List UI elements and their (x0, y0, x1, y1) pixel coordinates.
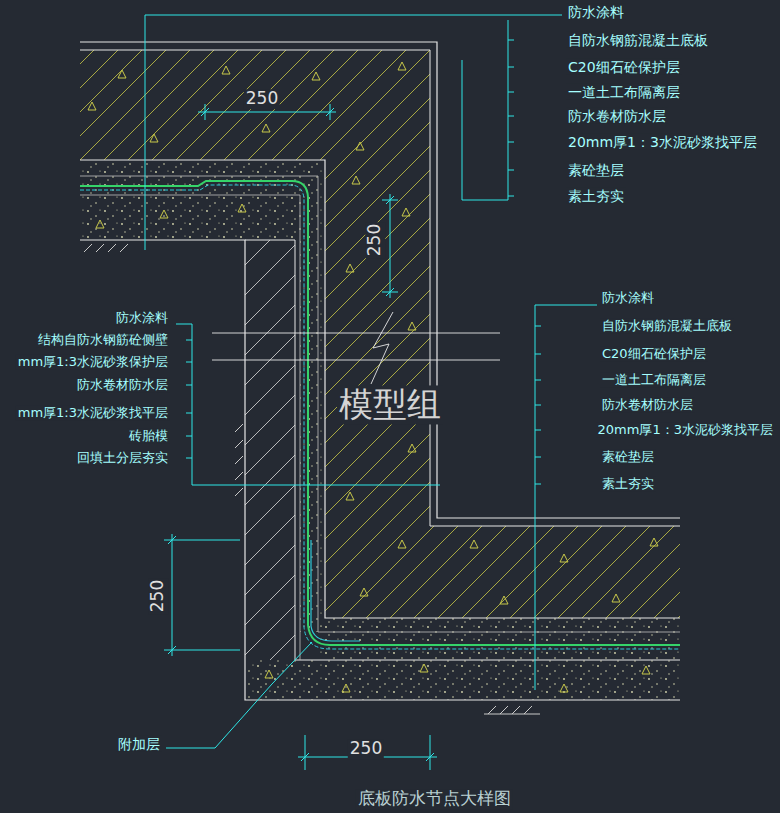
soil-symbol (84, 244, 540, 714)
concrete-aggregate (88, 62, 658, 692)
break-line (371, 312, 393, 384)
dimension-line (164, 534, 240, 656)
coating-outline (80, 50, 680, 526)
layer-label: 素土夯实 (600, 477, 656, 492)
brick-inner-face (245, 240, 680, 660)
waterproof-membrane (80, 181, 680, 645)
slab-face (80, 160, 680, 618)
layer-label: mm厚1:3水泥砂浆找平层 (16, 406, 170, 421)
layer-label: 一道土工布隔离层 (566, 84, 682, 100)
leader-line (508, 40, 514, 196)
layer-label: 一道土工布隔离层 (600, 373, 708, 388)
leader-line (535, 326, 541, 484)
mortar-line (80, 195, 300, 660)
mortar-dots (318, 618, 680, 660)
leader-line (462, 20, 508, 200)
coating-outline (80, 42, 680, 518)
layer-label: 结构自防水钢筋砼侧壁 (36, 333, 170, 348)
layer-label: 防水涂料 (114, 311, 170, 326)
brick-mould-hatch (245, 240, 295, 660)
layer-label: 防水卷材防水层 (75, 378, 170, 393)
leader-line (186, 340, 192, 458)
cushion-dots (80, 195, 300, 240)
caption: 底板防水节点大样图 (356, 789, 513, 809)
layer-label: C20细石砼保护层 (600, 347, 708, 362)
waterproof-membrane (80, 185, 680, 649)
layer-label: 素土夯实 (566, 188, 626, 204)
mortar-line (80, 176, 680, 632)
dimension-text: 250 (148, 578, 168, 614)
layer-label: 自防水钢筋混凝土底板 (600, 319, 734, 334)
layer-label: 自防水钢筋混凝土底板 (566, 32, 710, 48)
layer-label: 回填土分层夯实 (75, 451, 170, 466)
break-line (212, 312, 500, 384)
layer-label: 防水涂料 (600, 291, 656, 306)
layer-label: 砖胎模 (127, 429, 170, 444)
layer-label: 防水涂料 (566, 4, 626, 20)
leader-line (535, 305, 597, 690)
layer-label: 素砼垫层 (566, 162, 626, 178)
leader-line (145, 15, 562, 250)
soil-symbol (84, 244, 128, 252)
soil-symbol (484, 706, 540, 714)
dimension-text: 250 (244, 89, 280, 109)
layer-label: mm厚1:3水泥砂浆保护层 (16, 355, 170, 370)
layer-label: C20细石砼保护层 (566, 59, 682, 75)
additional-layer (311, 540, 360, 641)
break-line (212, 333, 500, 360)
dimension-text: 250 (348, 739, 384, 759)
layer-label: 素砼垫层 (600, 450, 656, 465)
layer-label: 防水卷材防水层 (566, 108, 668, 124)
layer-label: 防水卷材防水层 (600, 398, 695, 413)
layer-label: 20mm厚1：3水泥砂浆找平层 (596, 423, 775, 438)
layer-label: 20mm厚1：3水泥砂浆找平层 (566, 134, 759, 150)
leader-line (166, 642, 312, 748)
cushion-dots (245, 660, 680, 700)
dimension-line (298, 735, 437, 770)
leader-line (145, 15, 597, 748)
cushion-outline (80, 240, 680, 700)
dimension-text: 250 (365, 222, 385, 258)
watermark: 模型组 (337, 385, 443, 424)
layer-label: 附加层 (116, 736, 162, 752)
dimension-line (164, 104, 437, 770)
